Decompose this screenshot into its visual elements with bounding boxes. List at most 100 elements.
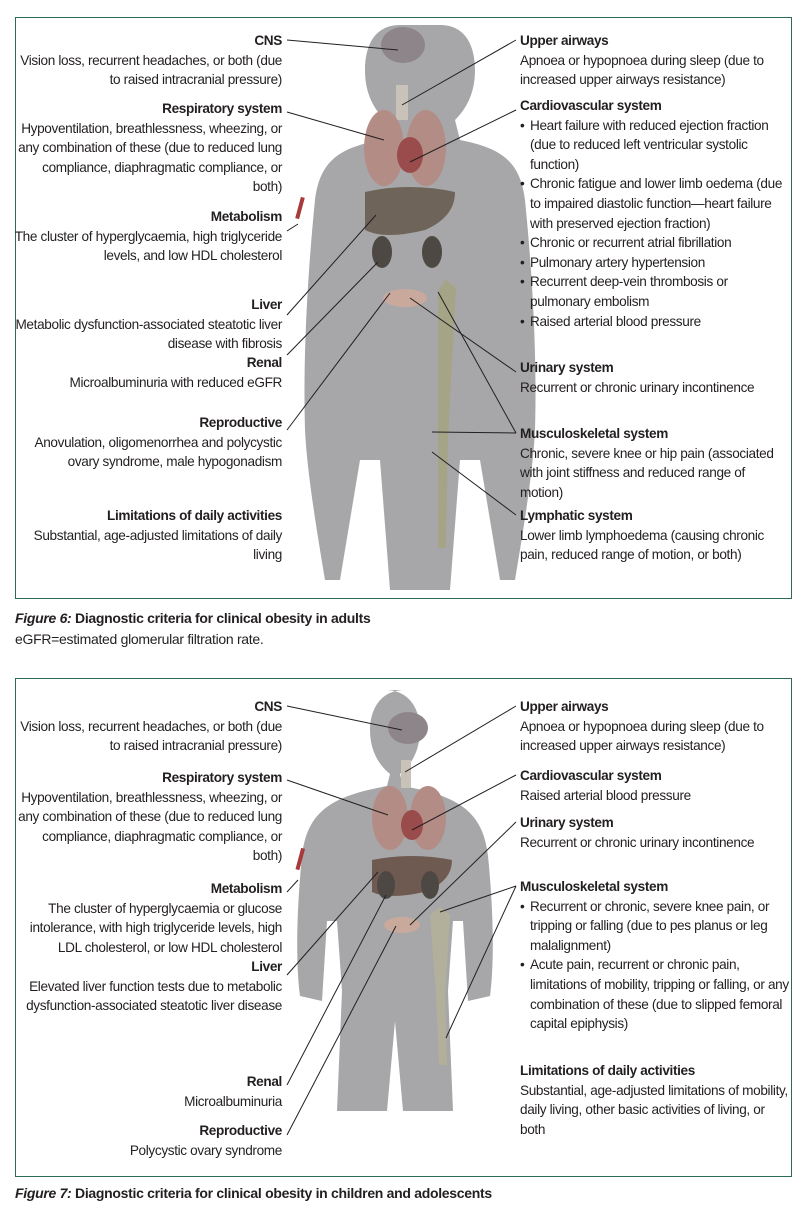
heading: Reproductive <box>199 1123 282 1138</box>
description: The cluster of hyperglycaemia, high trig… <box>14 228 283 264</box>
blood-tube-icon <box>295 847 306 871</box>
caption-label: Figure 7: <box>15 1185 72 1201</box>
list-item: Raised arterial blood pressure <box>520 312 790 332</box>
heading: Liver <box>251 959 282 974</box>
heading: Metabolism <box>210 209 283 224</box>
heading: Upper airways <box>520 699 609 714</box>
figure-6-panel <box>15 17 792 599</box>
heading: Limitations of daily activities <box>520 1063 695 1078</box>
heading: CNS <box>254 699 282 714</box>
trachea-icon <box>396 85 408 120</box>
caption-title: Diagnostic criteria for clinical obesity… <box>75 1185 492 1201</box>
description: Recurrent or chronic urinary incontinenc… <box>520 379 755 395</box>
heading: Metabolism <box>210 881 283 896</box>
description: Anovulation, oligomenorrhea and polycyst… <box>34 434 282 470</box>
caption-label: Figure 6: <box>15 610 72 626</box>
description: Substantial, age-adjusted limitations of… <box>520 1082 788 1137</box>
criteria-list: Recurrent or chronic, severe knee pain, … <box>520 897 790 1034</box>
lungs-icon <box>372 786 408 850</box>
leg-bones-icon <box>438 280 456 548</box>
list-item: Recurrent or chronic, severe knee pain, … <box>520 897 790 956</box>
heading: Renal <box>246 355 283 370</box>
reproductive-organs-icon <box>384 917 420 933</box>
description: Vision loss, recurrent headaches, or bot… <box>20 52 282 88</box>
brain-icon <box>388 712 428 744</box>
criteria-list: Heart failure with reduced ejection frac… <box>520 116 790 332</box>
description: Hypoventilation, breathlessness, wheezin… <box>18 120 282 195</box>
figure-6-footnote: eGFR=estimated glomerular filtration rat… <box>15 631 264 647</box>
heading: Reproductive <box>199 415 282 430</box>
leader-lines <box>286 39 517 516</box>
description: Recurrent or chronic urinary incontinenc… <box>520 834 755 850</box>
adult-body-silhouette <box>304 25 536 590</box>
heading: Urinary system <box>520 815 614 830</box>
description: The cluster of hyperglycaemia or glucose… <box>29 900 283 955</box>
heading: Upper airways <box>520 33 609 48</box>
description: Lower limb lymphoedema (causing chronic … <box>520 527 764 563</box>
musculoskeletal-criteria: Musculoskeletal system Recurrent or chro… <box>520 877 790 1034</box>
description: Vision loss, recurrent headaches, or bot… <box>20 718 282 754</box>
list-item: Chronic or recurrent atrial fibrillation <box>520 233 790 253</box>
list-item: Chronic fatigue and lower limb oedema (d… <box>520 174 790 233</box>
child-body-silhouette <box>297 690 493 1111</box>
kidney-icon <box>421 871 439 899</box>
kidney-icon <box>372 236 392 268</box>
heading: Respiratory system <box>162 101 282 116</box>
heading: CNS <box>254 33 282 48</box>
heading: Renal <box>246 1074 283 1089</box>
liver-icon <box>365 187 455 235</box>
leader-lines <box>286 705 517 1136</box>
leg-bones-icon <box>430 907 450 1065</box>
figure-7-caption: Figure 7: Diagnostic criteria for clinic… <box>15 1185 492 1201</box>
cardiovascular-criteria: Cardiovascular system Heart failure with… <box>520 96 790 331</box>
lungs-icon <box>364 110 404 186</box>
description: Elevated liver function tests due to met… <box>26 978 282 1014</box>
heart-icon <box>397 137 423 173</box>
description: Microalbuminuria with reduced eGFR <box>69 374 283 390</box>
heading: Lymphatic system <box>520 508 633 523</box>
list-item: Acute pain, recurrent or chronic pain, l… <box>520 955 790 1033</box>
trachea-icon <box>401 760 411 788</box>
heart-icon <box>401 810 423 840</box>
description: Polycystic ovary syndrome <box>129 1142 283 1158</box>
list-item: Recurrent deep-vein thrombosis or pulmon… <box>520 272 790 311</box>
description: Apnoea or hypopnoea during sleep (due to… <box>520 718 764 754</box>
cns-criteria: CNS Vision loss, recurrent headaches, or … <box>12 31 282 90</box>
caption-title: Diagnostic criteria for clinical obesity… <box>75 610 371 626</box>
description: Substantial, age-adjusted limitations of… <box>33 527 283 563</box>
description: Hypoventilation, breathlessness, wheezin… <box>18 789 282 864</box>
figure-6-caption: Figure 6: Diagnostic criteria for clinic… <box>15 610 371 626</box>
heading: Musculoskeletal system <box>520 879 668 894</box>
description: Chronic, severe knee or hip pain (associ… <box>520 445 774 500</box>
description: Apnoea or hypopnoea during sleep (due to… <box>520 52 764 88</box>
reproductive-organs-icon <box>383 289 427 307</box>
heading: Cardiovascular system <box>520 768 662 783</box>
heading: Musculoskeletal system <box>520 426 668 441</box>
heading: Respiratory system <box>162 770 282 785</box>
heading: Limitations of daily activities <box>107 508 282 523</box>
cns-criteria: CNS Vision loss, recurrent headaches, or … <box>12 697 282 756</box>
heading: Liver <box>251 297 282 312</box>
figure-7-panel <box>15 678 792 1177</box>
list-item: Heart failure with reduced ejection frac… <box>520 116 790 175</box>
kidney-icon <box>377 871 395 899</box>
